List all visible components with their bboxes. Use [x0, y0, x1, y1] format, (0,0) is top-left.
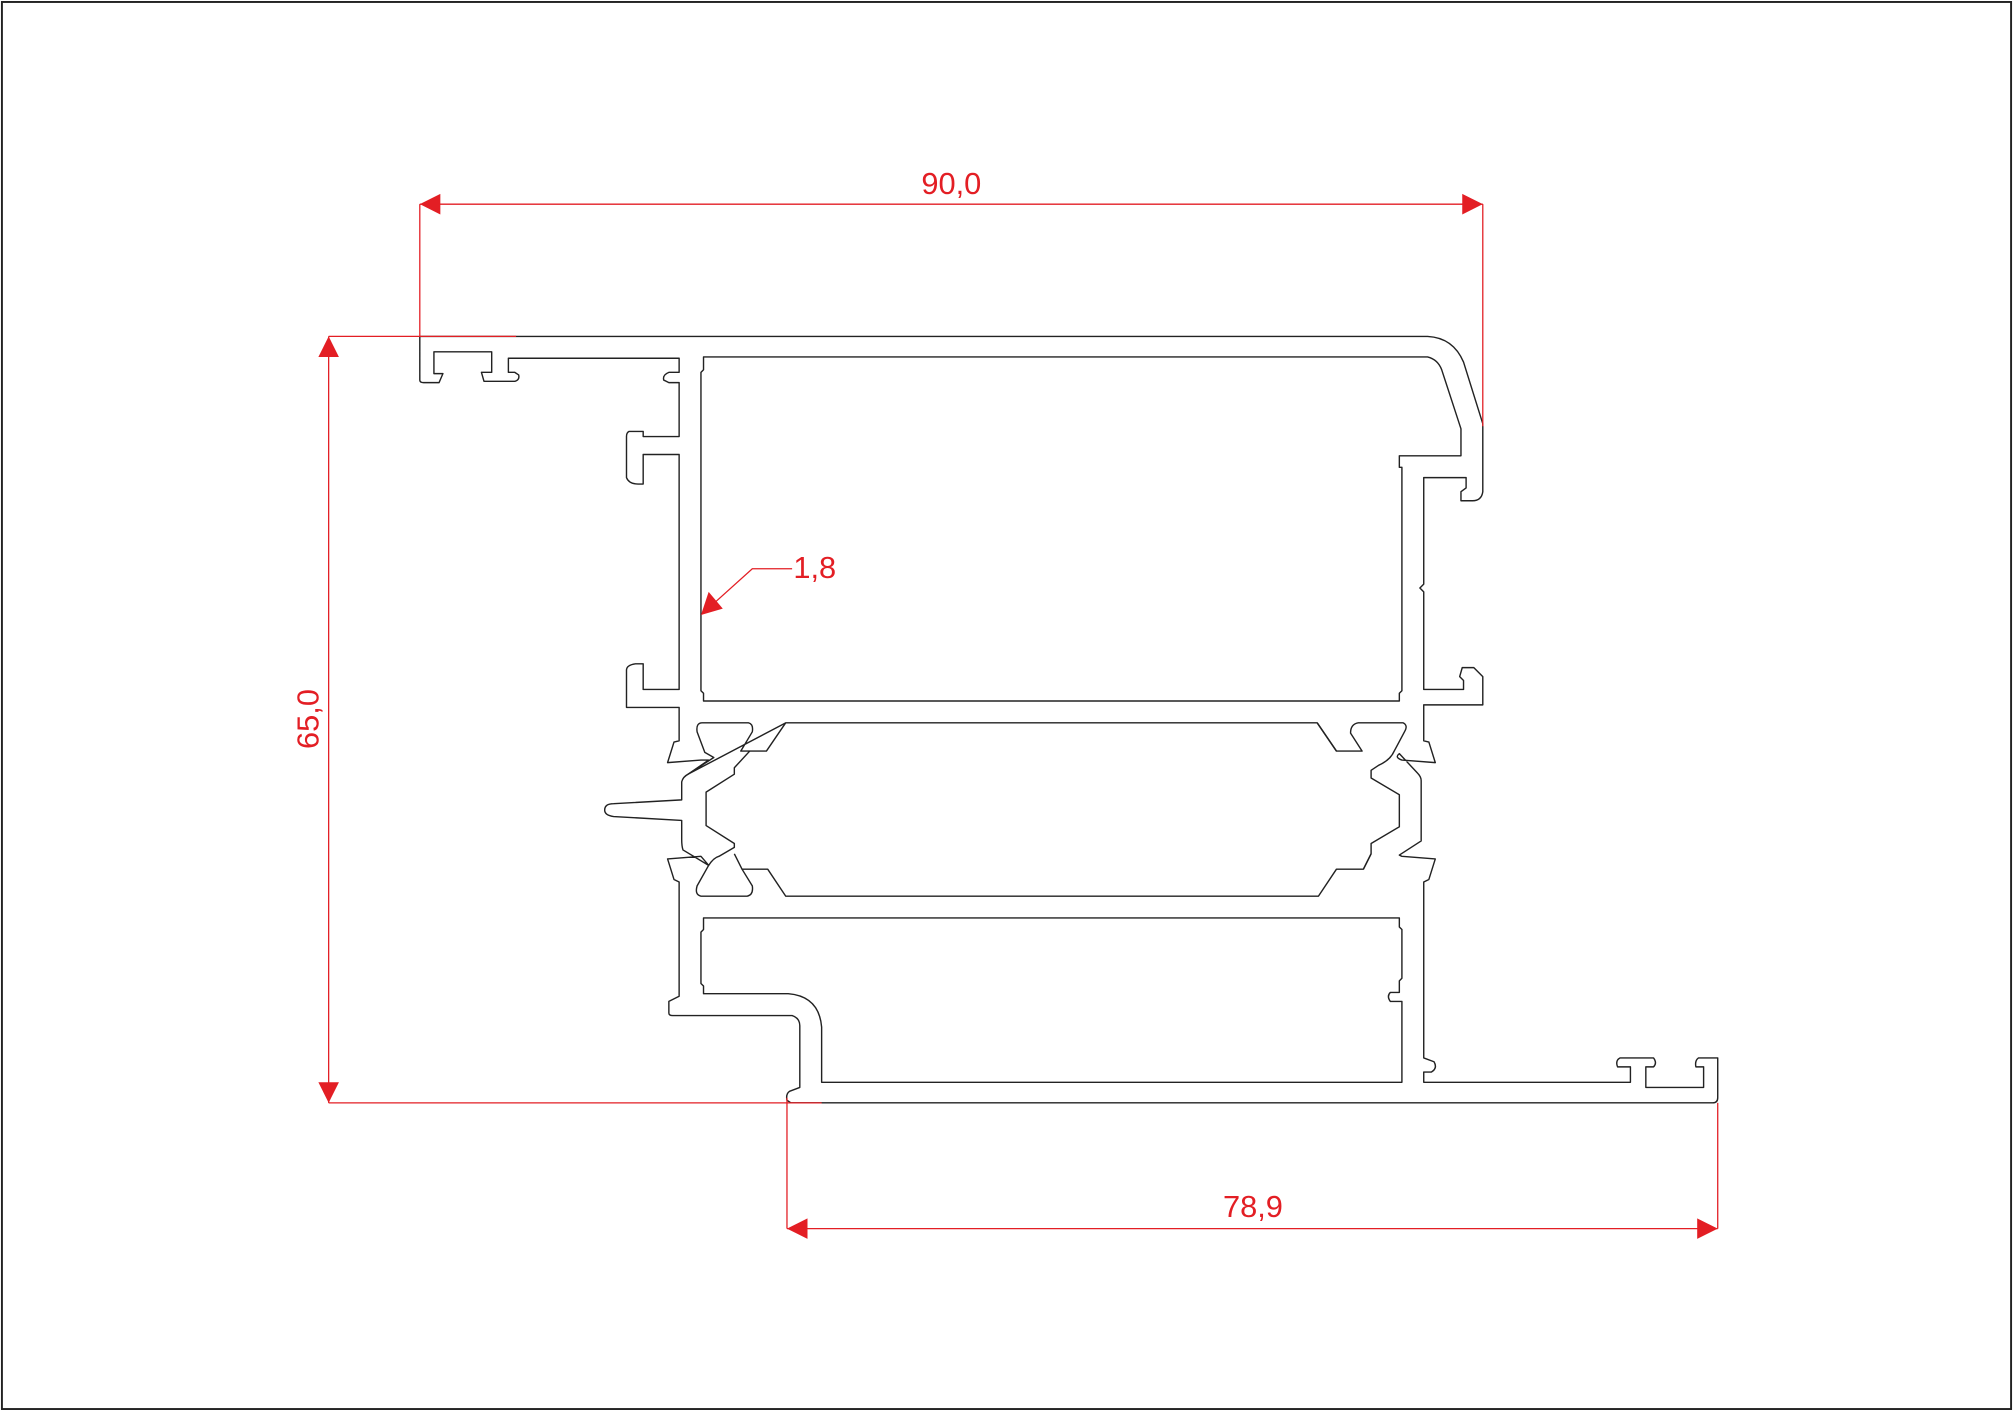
arrowhead-right [1697, 1218, 1718, 1239]
dimension-bottom-width: 78,9 [786, 1097, 1719, 1239]
aluminium-profile-section [419, 335, 1719, 1104]
profile-middle-chamber [687, 722, 1407, 897]
arrowhead-up [318, 336, 339, 357]
profile-top-chamber [700, 356, 1462, 702]
profile-top-outer-outline [419, 335, 1719, 1104]
dimension-label-65: 65,0 [290, 689, 325, 749]
profile-bottom-chamber [700, 917, 1403, 1084]
arrowhead-down [318, 1082, 339, 1103]
arrowhead-right [1462, 193, 1483, 215]
dimension-label-90: 90,0 [921, 166, 981, 201]
dimension-height: 65,0 [290, 335, 822, 1104]
arrowhead-left [419, 193, 441, 215]
profile-middle-chamber-inner [733, 722, 1372, 870]
arrowhead-leader [700, 591, 723, 615]
dimension-wall-thickness: 1,8 [700, 550, 836, 615]
dimension-label-1-8: 1,8 [793, 550, 836, 585]
dimension-label-78-9: 78,9 [1223, 1189, 1283, 1224]
arrowhead-left [786, 1218, 808, 1239]
dimension-top-width: 90,0 [419, 166, 1484, 427]
